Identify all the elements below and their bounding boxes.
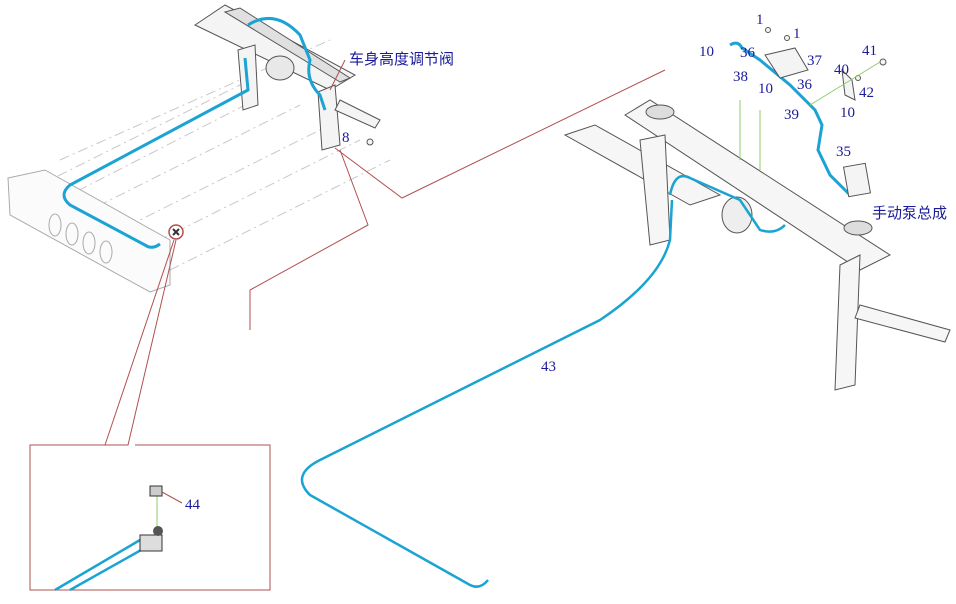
part-40: 40: [834, 62, 849, 78]
pipe-right: [300, 174, 786, 588]
pipe-left: [62, 16, 327, 249]
part-38: 38: [733, 69, 748, 85]
callout-lines: [29, 59, 666, 591]
part-10b: 10: [758, 81, 773, 97]
part-8: 8: [342, 130, 350, 146]
part-1b: 1: [793, 26, 801, 42]
part-36a: 36: [740, 45, 755, 61]
front-frame-right: [563, 99, 951, 391]
part-43: 43: [541, 359, 556, 375]
front-frame-left: [193, 4, 381, 151]
pipe-35: [729, 41, 852, 197]
part-10a: 10: [699, 44, 714, 60]
part-39: 39: [784, 107, 799, 123]
part-10c: 10: [840, 105, 855, 121]
pump-parts: [764, 27, 887, 198]
guide-lines: [156, 61, 881, 530]
rear-crossmember: [7, 169, 171, 293]
height-valve-label: 车身高度调节阀: [349, 50, 455, 68]
hand-pump-label: 手动泵总成: [872, 204, 948, 222]
part-37: 37: [807, 53, 822, 69]
part-36b: 36: [797, 77, 812, 93]
part-1a: 1: [756, 12, 764, 28]
part-35: 35: [836, 144, 851, 160]
inset-drain-valve: [54, 485, 183, 592]
part-42: 42: [859, 85, 874, 101]
part-44: 44: [185, 497, 200, 513]
part-41: 41: [862, 43, 877, 59]
